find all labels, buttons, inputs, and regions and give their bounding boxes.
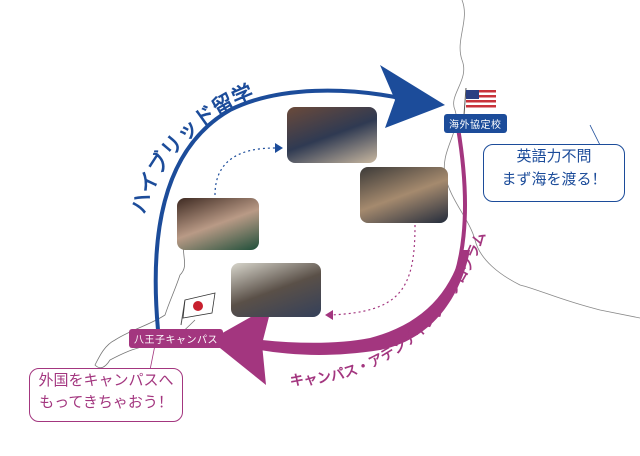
photo-campus-class: [231, 263, 321, 317]
home-bubble-line2: もってきちゃおう！: [39, 393, 173, 411]
dotted-arrow-down: [329, 224, 416, 316]
overseas-bubble-line2: まず海を渡る！: [501, 170, 607, 188]
attending-arrowhead: [210, 305, 272, 385]
home-location-tag: 八王子キャンパス: [129, 329, 223, 348]
hybrid-arrow: [153, 88, 401, 331]
hybrid-label: ハイブリッド留学: [126, 80, 256, 216]
dotted-arrow-up: [214, 147, 276, 196]
home-speech-bubble: 外国をキャンパスへ もってきちゃおう！: [29, 368, 183, 422]
japan-outline: [94, 239, 196, 369]
japan-flag-icon: [180, 292, 216, 326]
photo-overseas-group: [287, 107, 377, 163]
overseas-location-tag: 海外協定校: [444, 114, 507, 133]
usa-flag-icon: [463, 87, 496, 116]
attending-arrow-body: [260, 250, 470, 355]
hybrid-arrowhead: [380, 65, 445, 128]
overseas-speech-bubble: 英語力不問 まず海を渡る！: [483, 144, 625, 202]
photo-overseas-students: [360, 167, 448, 223]
photo-hybrid-students: [177, 198, 259, 250]
home-bubble-line1: 外国をキャンパスへ: [38, 371, 174, 389]
overseas-bubble-line1: 英語力不問: [516, 147, 592, 165]
